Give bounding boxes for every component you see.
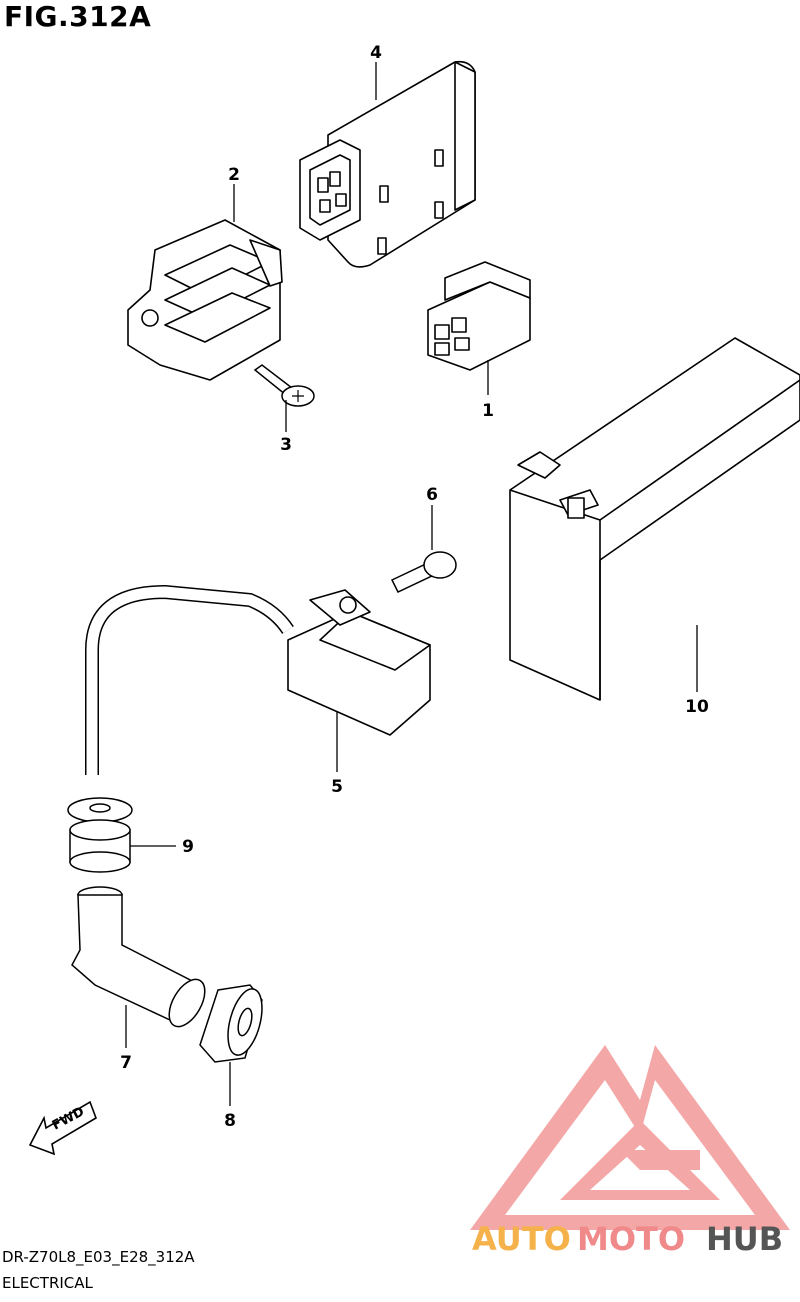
part-8-seal	[199, 984, 263, 1063]
svg-text:MOTO: MOTO	[577, 1220, 685, 1258]
part-1-connector	[427, 261, 531, 371]
part-10-battery	[509, 337, 800, 701]
callout-10: 10	[685, 697, 709, 717]
part-6-bolt	[390, 551, 457, 593]
callout-3: 3	[280, 435, 292, 455]
fwd-arrow: FWD	[28, 1100, 97, 1156]
callout-8: 8	[224, 1111, 236, 1131]
callout-6: 6	[426, 485, 438, 505]
part-7-plug-cap	[71, 886, 206, 1028]
callout-5: 5	[331, 777, 343, 797]
callout-7: 7	[120, 1053, 132, 1073]
callout-1: 1	[482, 401, 494, 421]
svg-text:HUB: HUB	[706, 1220, 783, 1258]
part-2-regulator	[127, 219, 283, 381]
section-caption: ELECTRICAL	[2, 1274, 93, 1292]
callout-4: 4	[370, 43, 382, 63]
callout-numbers: 4 2 1 3 6 10 5 9 7 8	[120, 43, 709, 1131]
part-4-cdi-unit	[299, 60, 476, 268]
watermark-text: AUTO MOTO HUB	[472, 1220, 783, 1258]
svg-text:AUTO: AUTO	[472, 1220, 571, 1258]
part-3-screw	[253, 364, 315, 407]
figure-title: FIG.312A	[4, 0, 152, 33]
watermark-logo	[470, 1045, 790, 1230]
model-code: DR-Z70L8_E03_E28_312A	[2, 1248, 195, 1266]
part-9-grommet	[67, 797, 133, 873]
part-5-ignition-coil	[85, 585, 431, 775]
callout-9: 9	[182, 837, 194, 857]
callout-2: 2	[228, 165, 240, 185]
leader-lines	[125, 62, 698, 1106]
